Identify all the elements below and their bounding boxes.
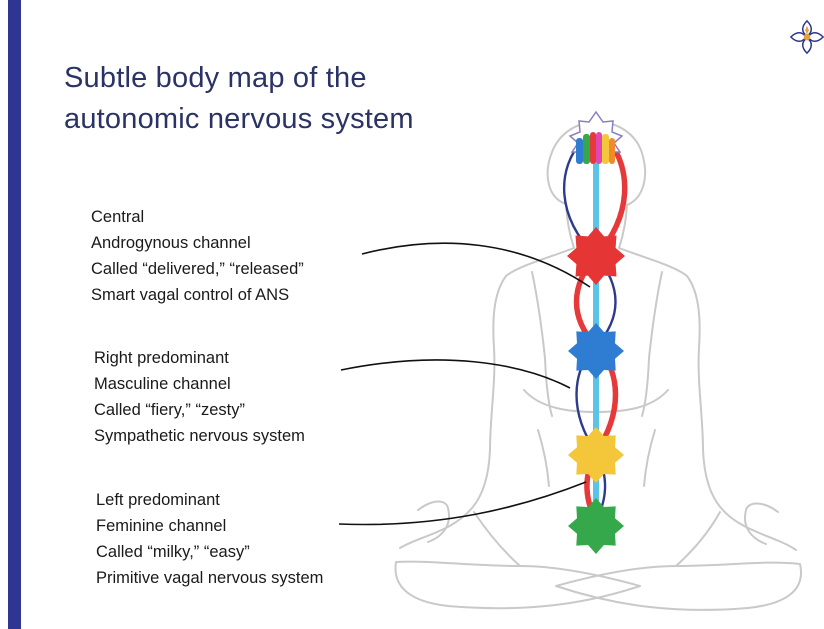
- chakra-blue-icon: [568, 323, 624, 379]
- leader-line-right: [341, 360, 570, 388]
- label-central-channel: Central Androgynous channel Called “deli…: [91, 204, 304, 308]
- label-right-channel: Right predominant Masculine channel Call…: [94, 345, 305, 449]
- label-line: Primitive vagal nervous system: [96, 565, 323, 591]
- label-line: Called “milky,” “easy”: [96, 539, 323, 565]
- chakra-green-icon: [568, 498, 624, 554]
- chakra-red-icon: [567, 227, 625, 285]
- label-line: Called “fiery,” “zesty”: [94, 397, 305, 423]
- label-line: Left predominant: [96, 487, 323, 513]
- label-line: Called “delivered,” “released”: [91, 256, 304, 282]
- label-line: Smart vagal control of ANS: [91, 282, 304, 308]
- label-line: Central: [91, 204, 304, 230]
- leader-line-central: [362, 243, 590, 287]
- crown-chakra-icon: [570, 112, 622, 164]
- label-left-channel: Left predominant Feminine channel Called…: [96, 487, 323, 591]
- chakra-yellow-icon: [568, 427, 624, 483]
- label-line: Androgynous channel: [91, 230, 304, 256]
- label-line: Feminine channel: [96, 513, 323, 539]
- label-line: Right predominant: [94, 345, 305, 371]
- label-line: Sympathetic nervous system: [94, 423, 305, 449]
- label-line: Masculine channel: [94, 371, 305, 397]
